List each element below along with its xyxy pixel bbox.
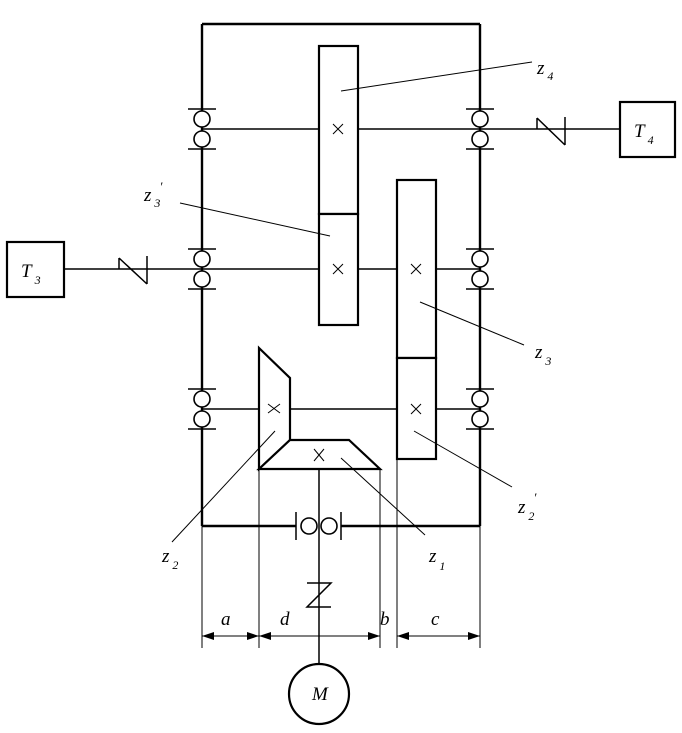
leader-z3 (419, 301, 525, 346)
dimension-extensions (201, 459, 481, 648)
x-mark-z4 (332, 123, 344, 135)
gear-fixed-marks (267, 123, 422, 462)
leader-lines (171, 61, 533, 543)
motor-circle (287, 662, 351, 726)
dim-label-b: b (380, 609, 390, 630)
x-mark-z2-prime (410, 403, 422, 415)
bearing-left-bottom (188, 388, 216, 430)
load-box-t4 (618, 100, 677, 159)
x-mark-z2 (267, 403, 281, 414)
bearing-right-middle (466, 248, 494, 290)
couplings (118, 117, 566, 608)
leader-z1 (340, 457, 426, 536)
x-mark-z3-prime (332, 263, 344, 275)
label-motor: M (311, 684, 329, 705)
coupling-t3 (118, 256, 148, 285)
dim-label-c: c (431, 609, 440, 630)
x-mark-z1 (313, 448, 325, 462)
leader-z3-prime (179, 202, 331, 237)
bearings (188, 108, 494, 540)
leader-z2 (171, 430, 276, 543)
bearing-right-bottom (466, 388, 494, 430)
bearing-left-top (188, 108, 216, 150)
x-mark-z3 (410, 263, 422, 275)
leader-z4 (340, 61, 533, 92)
leader-z2-prime (413, 430, 513, 488)
dim-label-a: a (221, 609, 231, 630)
gear-z4 (317, 44, 360, 216)
coupling-motor (305, 582, 333, 608)
dim-label-d: d (280, 609, 290, 630)
coupling-t4 (536, 117, 566, 146)
dimension-lines (202, 632, 480, 640)
bearing-left-middle (188, 248, 216, 290)
bearing-motor-shaft (295, 512, 342, 540)
bearing-right-top (466, 108, 494, 150)
load-box-t3 (5, 240, 66, 299)
